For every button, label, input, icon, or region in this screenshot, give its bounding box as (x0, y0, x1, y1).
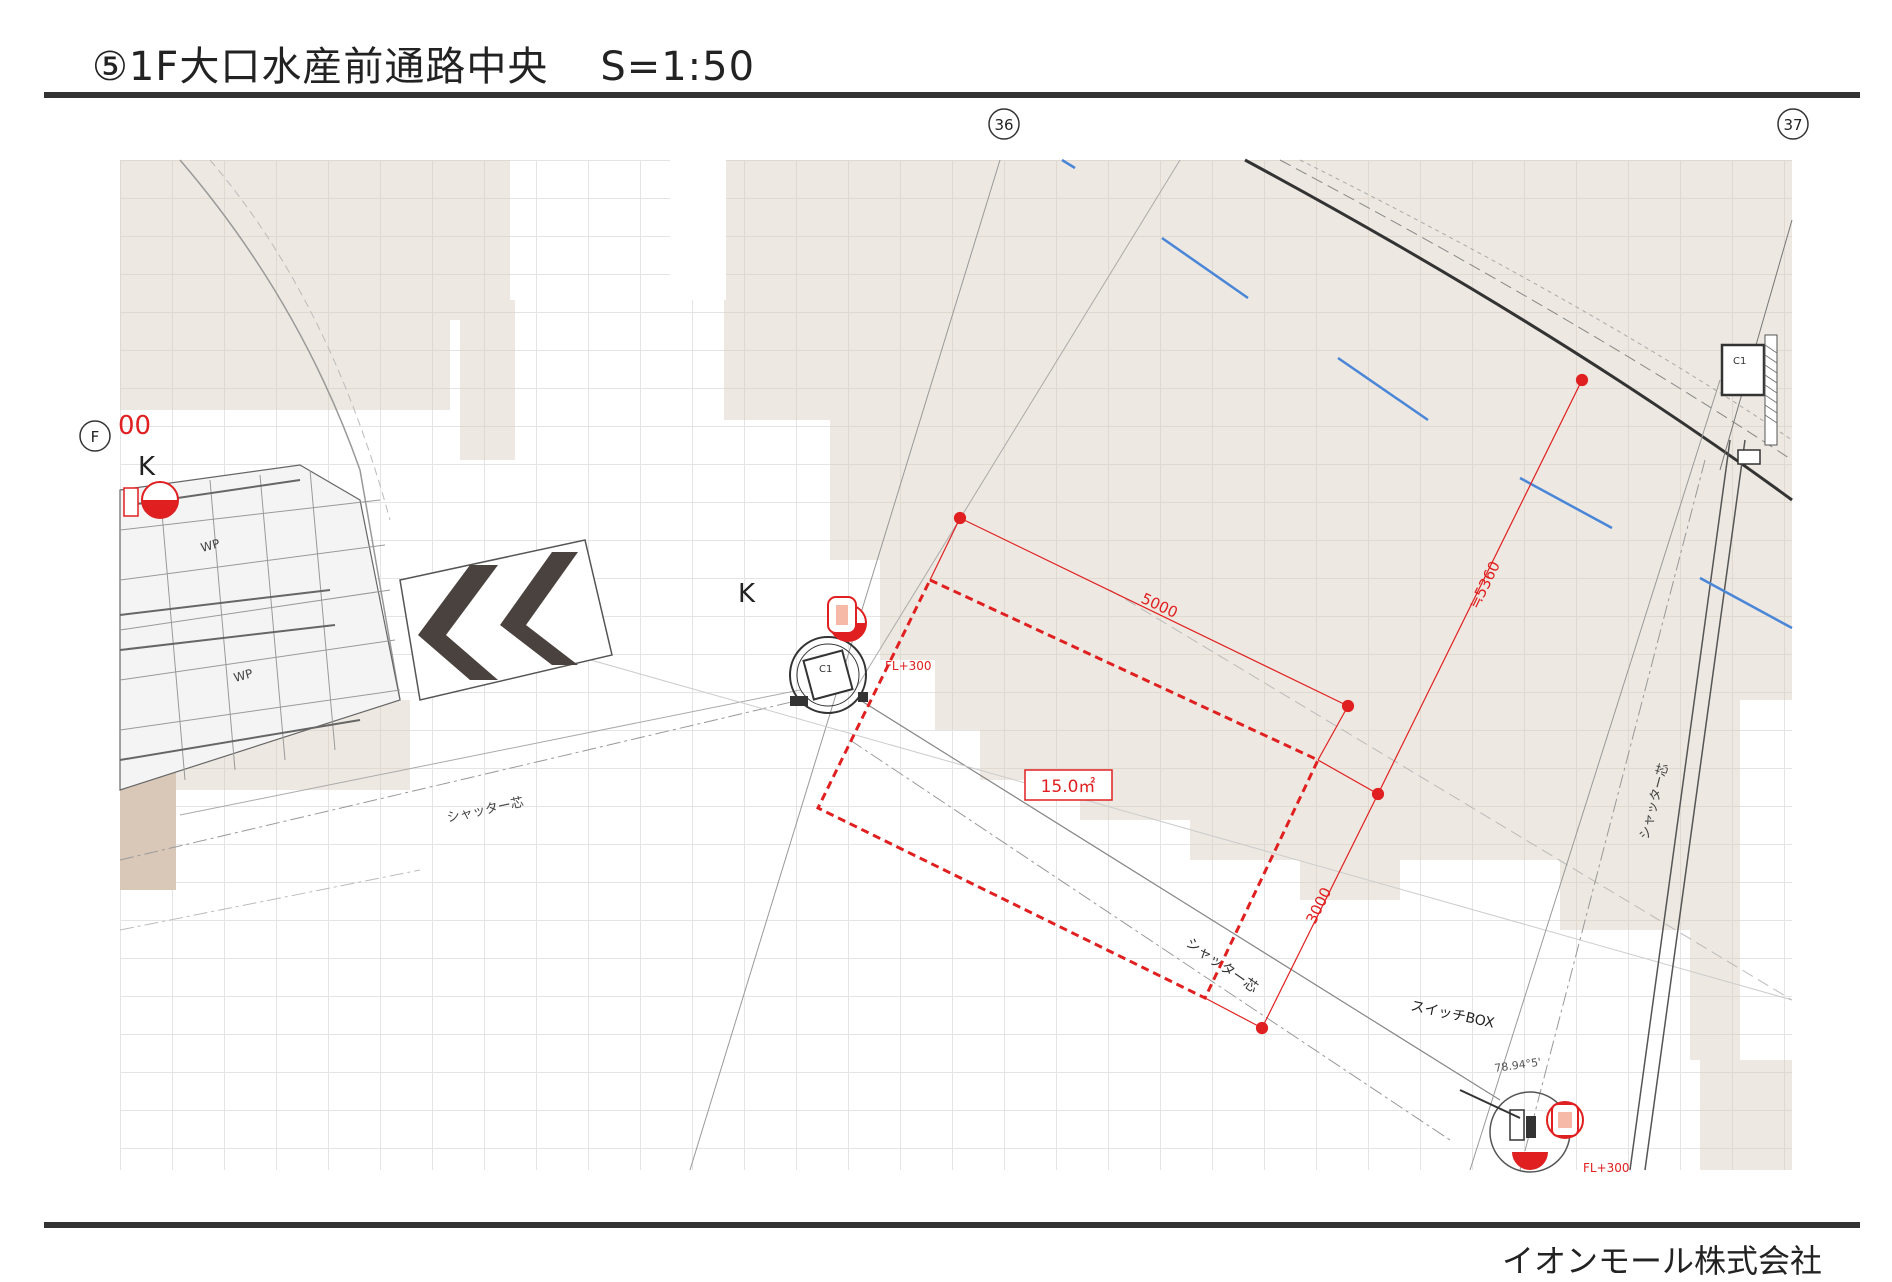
floor-level-center: FL+300 (885, 659, 932, 673)
escalator (119, 464, 613, 791)
zone-mark-center: K (738, 579, 756, 609)
angle-note: 78.94°5' (1494, 1056, 1542, 1075)
drawing-title: ⑤1F大口水産前通路中央 S=1:50 (92, 34, 755, 92)
switch-box-equipment (1459, 1089, 1584, 1173)
drainage-marks (1061, 158, 1793, 630)
grid-bubble-37 (1777, 108, 1809, 140)
column-c1-center (789, 636, 868, 714)
company-name: イオンモール株式会社 (1501, 1242, 1822, 1280)
wp-label-2: WP (232, 666, 254, 684)
area-label-box (1024, 769, 1113, 801)
floor-outlet-center (827, 596, 867, 642)
top-divider (44, 92, 1860, 98)
area-label: 15.0㎡ (1041, 777, 1096, 797)
drawing-title-text: ⑤1F大口水産前通路中央 (92, 44, 549, 90)
grid-bubble-36 (988, 108, 1020, 140)
drawing-scale: S=1:50 (600, 44, 756, 90)
wp-label-1: WP (199, 536, 221, 554)
grid-label-f: F (91, 428, 100, 446)
column-tag-center: C1 (819, 664, 832, 675)
column-c1-right (1720, 334, 1778, 465)
column-tag-right: C1 (1733, 356, 1746, 367)
grid-label-37: 37 (1783, 116, 1802, 134)
floor-level-right: FL+300 (1583, 1161, 1630, 1175)
dimension-lines (929, 373, 1589, 1035)
bottom-divider (44, 1222, 1860, 1228)
floor-outlet-left (123, 481, 179, 519)
zone-mark-left: K (138, 452, 156, 482)
grid-label-36: 36 (994, 116, 1013, 134)
left-cut-text: 00 (118, 411, 151, 441)
grid-bubble-f (79, 420, 111, 452)
